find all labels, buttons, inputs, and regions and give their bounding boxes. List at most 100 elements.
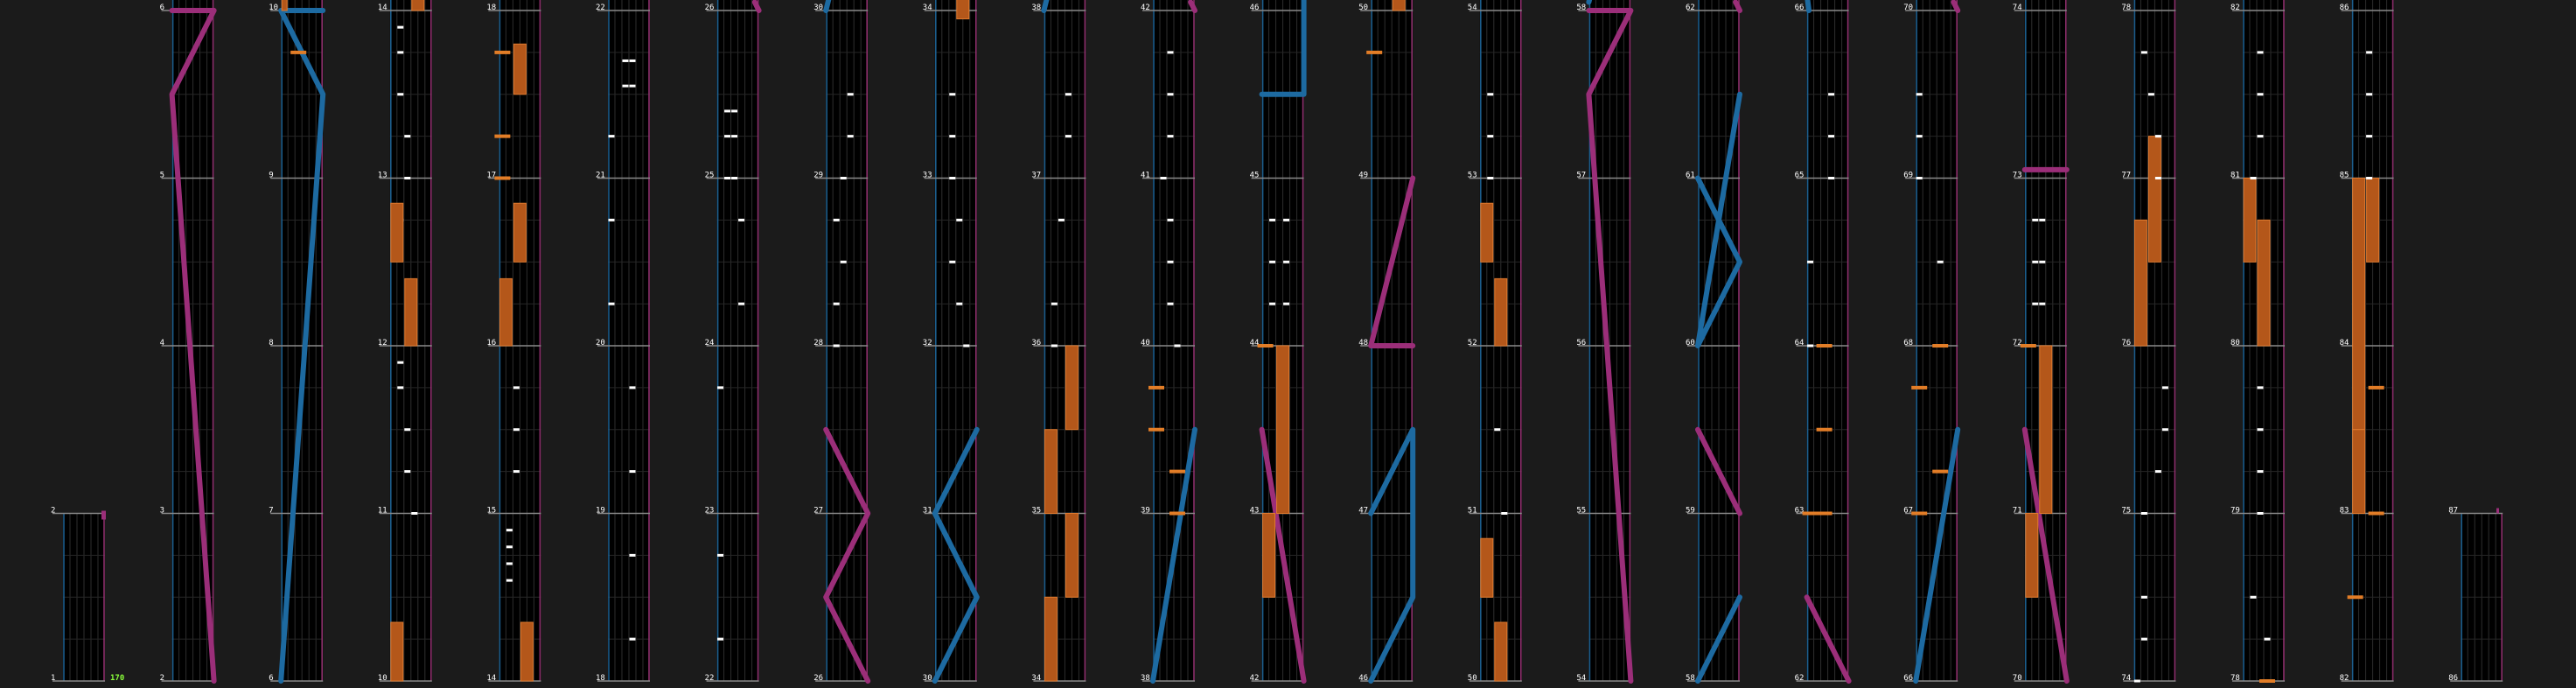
tap-note	[629, 637, 636, 641]
tap-note	[2154, 135, 2161, 138]
tap-note	[963, 344, 970, 348]
tap-note	[397, 386, 404, 390]
slide-path-right	[1368, 175, 1416, 348]
slide-start	[101, 510, 106, 520]
tap-note	[731, 177, 738, 179]
tap-note	[1160, 177, 1167, 179]
flick-note	[1816, 344, 1833, 348]
tap-note	[2257, 512, 2264, 515]
tap-note	[949, 135, 956, 138]
measure-number: 86	[2448, 674, 2458, 683]
flick-note	[1148, 427, 1164, 432]
measure-number: 19	[596, 507, 605, 516]
tap-note	[1828, 135, 1835, 138]
measure-number: 50	[1468, 674, 1477, 683]
tap-note	[2147, 93, 2154, 96]
measure-number: 70	[2013, 674, 2022, 683]
tap-note	[2161, 386, 2168, 390]
tap-note	[2032, 218, 2039, 221]
tap-note	[956, 218, 963, 221]
slide-path-right	[2021, 426, 2070, 684]
tap-note	[724, 135, 731, 138]
slide-path-right	[1951, 0, 1961, 13]
measure-number: 10	[269, 4, 278, 12]
slide-path-left	[932, 426, 980, 684]
tap-note	[1828, 93, 1835, 96]
tap-note	[731, 109, 738, 113]
measure-number: 74	[2121, 674, 2131, 683]
tap-note	[2257, 51, 2264, 54]
measure-number: 66	[1795, 4, 1805, 12]
tap-note	[2366, 51, 2373, 54]
tap-note	[2133, 679, 2140, 683]
hold-note	[2366, 178, 2380, 263]
hold-note	[1065, 345, 1079, 431]
tap-note	[622, 84, 629, 88]
measure-number: 11	[378, 507, 387, 516]
measure-number: 69	[1903, 172, 1913, 180]
measure-number: 51	[1468, 507, 1477, 516]
measure-number: 73	[2013, 172, 2022, 180]
measure-number: 27	[813, 507, 823, 516]
tap-note	[2032, 302, 2039, 305]
slide-path-right	[1586, 8, 1634, 684]
slide-path-right	[1188, 0, 1197, 13]
hold-note	[1494, 277, 1508, 347]
measure-number: 34	[923, 4, 932, 12]
tap-note	[629, 470, 636, 474]
combo-counter: 170	[110, 674, 124, 683]
slide-path-left	[1913, 426, 1961, 684]
tap-note	[2039, 302, 2046, 305]
flick-note	[1169, 469, 1185, 474]
slide-path-left	[1805, 0, 1812, 13]
hold-note	[956, 0, 970, 20]
measure-number: 82	[2340, 674, 2349, 683]
hold-note	[390, 202, 404, 263]
tap-note	[608, 218, 615, 221]
hold-note	[1480, 537, 1494, 598]
flick-note	[1932, 469, 1949, 474]
measure-number: 24	[705, 339, 715, 348]
measure-number: 7	[269, 507, 273, 516]
tap-note	[411, 512, 418, 515]
measure-number: 54	[1468, 4, 1477, 12]
measure-number: 50	[1358, 4, 1368, 12]
hold-note	[1494, 621, 1508, 682]
tap-note	[1058, 218, 1065, 221]
tap-note	[629, 84, 636, 88]
measure-number: 71	[2013, 507, 2022, 516]
hold-note	[1276, 345, 1290, 514]
measure-number: 82	[2230, 4, 2240, 12]
measure-number: 26	[705, 4, 715, 12]
measure-number: 3	[160, 507, 164, 516]
tap-note	[506, 579, 513, 582]
flick-note	[494, 134, 511, 138]
measure-number: 47	[1358, 507, 1368, 516]
measure-number: 15	[486, 507, 496, 516]
tap-note	[2257, 93, 2264, 96]
measure-number: 38	[1141, 674, 1150, 683]
hold-note	[2257, 219, 2271, 347]
tap-note	[506, 529, 513, 532]
tap-note	[404, 135, 411, 138]
tap-note	[1269, 302, 1276, 305]
measure-number: 22	[705, 674, 715, 683]
measure-number: 63	[1795, 507, 1805, 516]
slide-path-right	[169, 8, 217, 684]
flick-note	[1169, 511, 1185, 516]
measure-number: 58	[1686, 674, 1695, 683]
tap-note	[397, 51, 404, 54]
tap-note	[2250, 595, 2257, 599]
measure-number: 35	[1031, 507, 1041, 516]
measure-number: 44	[1250, 339, 1260, 348]
tap-note	[1167, 93, 1174, 96]
tap-note	[2257, 386, 2264, 390]
measure-number: 33	[923, 172, 932, 180]
tap-note	[833, 218, 840, 221]
measure-number: 26	[813, 674, 823, 683]
hold-note	[513, 202, 527, 263]
tap-note	[2366, 177, 2373, 179]
tap-note	[1051, 302, 1058, 305]
slide-start	[2496, 508, 2499, 514]
hold-note	[1044, 596, 1058, 682]
